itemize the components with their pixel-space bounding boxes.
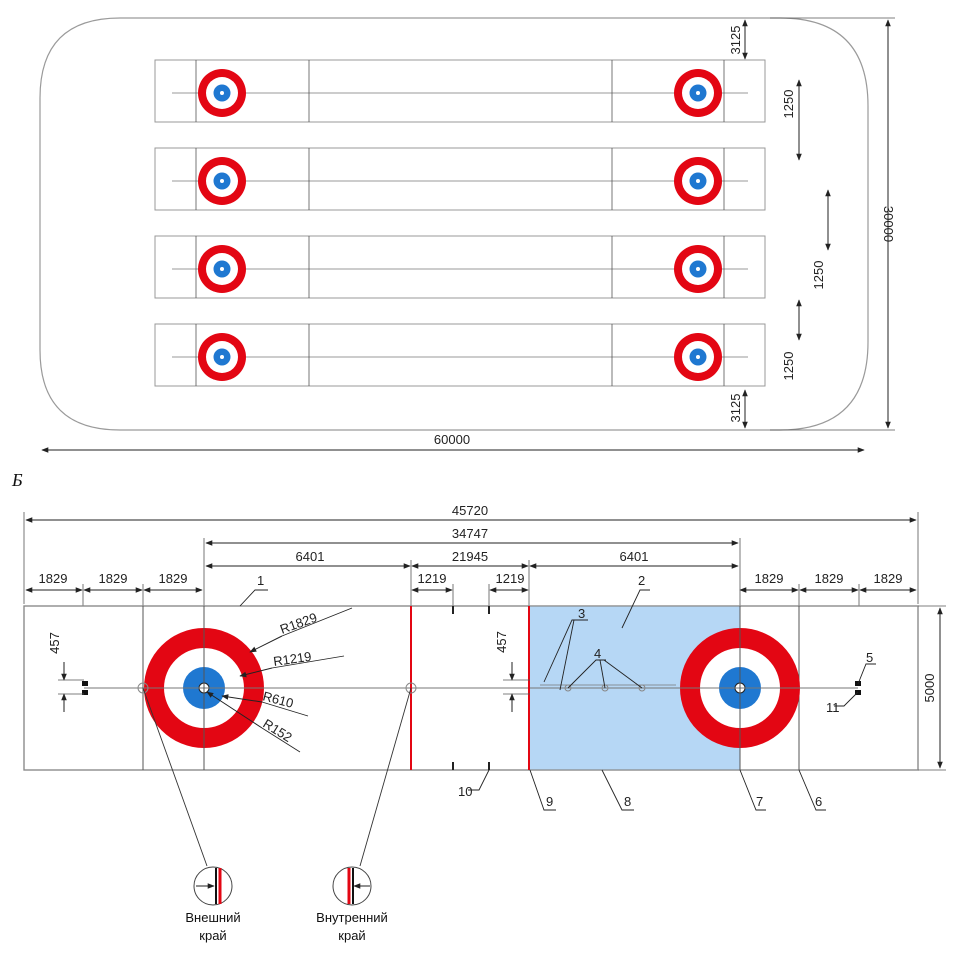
dim-label-1829-l1: 1829 [39,571,68,586]
inset-leader-inner [359,687,412,867]
dim-label-1219-a: 1219 [418,571,447,586]
overview-house-tee [220,91,224,95]
dim-label-457-mid: 457 [494,631,509,653]
radius-leader-1219-shelf [271,655,345,669]
dim-label-60000: 60000 [434,432,470,447]
dim-label-1250-c: 1250 [781,352,796,381]
inset-outer-caption-2: край [199,928,226,943]
overview-house-tee [696,179,700,183]
radius-leader-1829 [249,635,283,653]
hack-left [82,690,88,695]
dim-label-1829-l3: 1829 [159,571,188,586]
callout-10: 10 [458,784,472,799]
overview-sheet [154,59,766,123]
dim-label-1829-r2: 1829 [815,571,844,586]
radius-leader-1219 [239,667,273,678]
radius-leader-610 [221,694,263,703]
dim-label-1829-r3: 1829 [874,571,903,586]
inset-outer-caption-1: Внешний [185,910,240,925]
overview-sheet [154,235,766,299]
callout-7: 7 [756,794,763,809]
dim-label-34747: 34747 [452,526,488,541]
callout-6: 6 [815,794,822,809]
overview-house-tee [696,267,700,271]
center-markers [137,682,646,694]
callout-2: 2 [638,573,645,588]
callout-9: 9 [546,794,553,809]
dim-label-30000: 30000 [881,206,896,242]
radius-leader-152 [206,691,263,729]
dim-label-21945: 21945 [452,549,488,564]
radius-label-r1219: R1219 [272,649,312,669]
house-right [680,628,800,748]
overview-sheets [154,59,766,387]
callout-5: 5 [866,650,873,665]
section-label: Б [11,470,23,490]
overview-house-tee [220,179,224,183]
ice-sheet-outline [23,605,919,771]
dim-label-1829-l2: 1829 [99,571,128,586]
dim-label-1250-b: 1250 [811,261,826,290]
courtesy-marks [452,606,490,770]
inset-inner-edge [332,866,372,906]
overview-sheet [154,147,766,211]
hack-left [82,681,88,686]
dim-label-3125-bottom: 3125 [728,394,743,423]
inset-leader-outer [142,687,208,867]
overview-house-tee [696,355,700,359]
callout-3: 3 [578,606,585,621]
rink-overview: 60000 30000 3125 1250 1250 1250 3125 [39,17,896,453]
sheet-detail: 45720 34747 6401 21945 6401 1829 1829 18… [23,503,946,943]
dim-label-6401-left: 6401 [296,549,325,564]
overview-house-tee [220,355,224,359]
overview-house-tee [696,91,700,95]
dim-label-3125-top: 3125 [728,26,743,55]
dim-label-45720: 45720 [452,503,488,518]
inset-inner-caption-1: Внутренний [316,910,388,925]
dim-label-1829-r1: 1829 [755,571,784,586]
radius-leader-1829-shelf [281,607,353,637]
dim-extension-lines [82,538,860,606]
inset-outer-edge [193,866,233,906]
callout-4: 4 [594,646,601,661]
radius-leader-610-shelf [261,701,309,717]
radius-leader-152-shelf [261,727,301,753]
callout-1: 1 [257,573,264,588]
dim-label-457-left: 457 [47,632,62,654]
house-left [143,628,264,748]
callout-leaders [239,589,876,811]
overview-sheet [154,323,766,387]
dim-label-1219-b: 1219 [496,571,525,586]
inset-inner-caption-2: край [338,928,365,943]
overview-house-tee [220,267,224,271]
dim-label-1250-a: 1250 [781,90,796,119]
dim-label-6401-right: 6401 [620,549,649,564]
callout-11: 11 [826,700,840,715]
callout-8: 8 [624,794,631,809]
dim-label-5000: 5000 [922,674,937,703]
